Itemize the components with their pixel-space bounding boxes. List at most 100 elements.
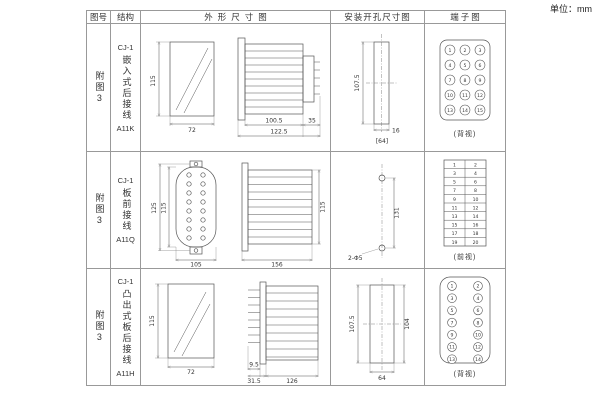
dim-label: 104	[404, 318, 411, 330]
svg-text:12: 12	[477, 92, 483, 98]
svg-text:2: 2	[463, 47, 466, 53]
svg-text:16: 16	[472, 223, 478, 229]
dim-label: 122.5	[270, 128, 287, 135]
header-structure: 结构	[111, 11, 141, 24]
svg-text:8: 8	[474, 188, 477, 194]
svg-text:4: 4	[476, 296, 479, 302]
svg-text:19: 19	[451, 240, 457, 246]
outline-drawing-cell: 125 115 105 156 115	[141, 152, 331, 269]
dim-label: 64	[378, 375, 386, 382]
svg-text:15: 15	[477, 107, 483, 113]
svg-text:9: 9	[453, 197, 456, 203]
structure-text: 嵌入式后接线	[121, 54, 132, 121]
svg-text:18: 18	[472, 231, 478, 237]
svg-text:1: 1	[448, 47, 451, 53]
dim-label: 107.5	[349, 315, 356, 332]
svg-text:5: 5	[463, 62, 466, 68]
figure-no: 附图3	[94, 193, 105, 227]
view-label: (前视)	[453, 254, 477, 261]
outline-drawing-a11k: 115 72 100.5 35 122.5	[150, 37, 330, 150]
svg-text:5: 5	[453, 180, 456, 186]
svg-text:10: 10	[447, 92, 453, 98]
figure-no-cell: 附图3	[87, 269, 111, 386]
dim-label: 16	[392, 127, 400, 134]
svg-text:1: 1	[453, 162, 456, 168]
svg-text:9: 9	[478, 77, 481, 83]
header-mounting: 安装开孔尺寸图	[331, 11, 425, 24]
mounting-drawing-cell: 107.5 16 [64]	[331, 24, 425, 152]
unit-label: 单位：mm	[550, 4, 592, 14]
svg-text:9: 9	[450, 332, 453, 338]
code-label: A11K	[116, 123, 135, 133]
dim-label: 100.5	[265, 117, 282, 124]
svg-text:6: 6	[476, 308, 479, 314]
mounting-drawing-a11q: 131 2-Φ5	[348, 163, 400, 262]
view-label: (背视)	[453, 130, 477, 138]
dim-label: 9.5	[249, 361, 259, 368]
svg-text:13: 13	[449, 357, 455, 363]
header-terminal: 端子图	[425, 11, 506, 24]
outline-drawing-a11q: 125 115 105 156 115	[151, 160, 326, 268]
dim-label: 105	[190, 261, 202, 268]
svg-text:3: 3	[453, 171, 456, 177]
svg-text:17: 17	[451, 231, 457, 237]
svg-text:14: 14	[475, 357, 481, 363]
dim-label: 72	[187, 369, 195, 376]
dim-label: 107.5	[354, 74, 361, 91]
svg-text:10: 10	[472, 197, 478, 203]
svg-text:11: 11	[451, 205, 457, 211]
mounting-drawing-a11h: 107.5 104 64	[349, 277, 411, 382]
dim-label: 31.5	[247, 378, 261, 385]
mounting-drawing-cell: 107.5 104 64	[331, 269, 425, 386]
svg-text:5: 5	[450, 308, 453, 314]
code-label: A11Q	[116, 235, 135, 244]
svg-text:14: 14	[472, 214, 478, 220]
svg-text:7: 7	[450, 320, 453, 326]
dim-label: 131	[393, 207, 400, 219]
dim-label: 115	[319, 201, 326, 213]
svg-text:14: 14	[462, 107, 468, 113]
structure-cell: CJ-1 凸出式板后接线 A11H	[111, 269, 141, 386]
dim-label: 115	[150, 75, 157, 87]
dim-note: [64]	[375, 138, 387, 145]
outline-drawing-cell: 115 72 9.5 31.5 126	[141, 269, 331, 386]
structure-text: 凸出式板后接线	[121, 288, 132, 366]
figure-no: 附图3	[94, 70, 105, 105]
svg-text:4: 4	[448, 62, 451, 68]
dim-label: 115	[149, 315, 156, 327]
svg-text:3: 3	[450, 296, 453, 302]
outline-drawing-cell: 115 72 100.5 35 122.5	[141, 24, 331, 152]
svg-text:11: 11	[449, 345, 455, 351]
svg-text:12: 12	[472, 205, 478, 211]
svg-text:20: 20	[472, 240, 478, 246]
spec-table: 图号 结构 外形尺寸图 安装开孔尺寸图 端子图 附图3 CJ-1 嵌入式后接线 …	[86, 10, 506, 386]
model-label: CJ-1	[117, 176, 134, 185]
mounting-drawing-cell: 131 2-Φ5	[331, 152, 425, 269]
structure-cell: CJ-1 板前接线 A11Q	[111, 152, 141, 269]
svg-text:8: 8	[463, 77, 466, 83]
svg-text:6: 6	[474, 180, 477, 186]
mounting-drawing-a11k: 107.5 16 [64]	[354, 33, 400, 145]
svg-text:7: 7	[448, 77, 451, 83]
figure-no: 附图3	[94, 310, 105, 344]
dim-label: 2-Φ5	[348, 255, 363, 262]
svg-text:4: 4	[474, 171, 477, 177]
svg-text:11: 11	[462, 92, 468, 98]
dim-label: 126	[286, 378, 298, 385]
view-label: (背视)	[453, 371, 477, 378]
svg-text:13: 13	[451, 214, 457, 220]
dim-label: 115	[160, 202, 167, 214]
svg-text:6: 6	[478, 62, 481, 68]
model-label: CJ-1	[117, 42, 134, 52]
header-outline: 外形尺寸图	[141, 11, 331, 24]
dim-label: 156	[271, 261, 283, 268]
